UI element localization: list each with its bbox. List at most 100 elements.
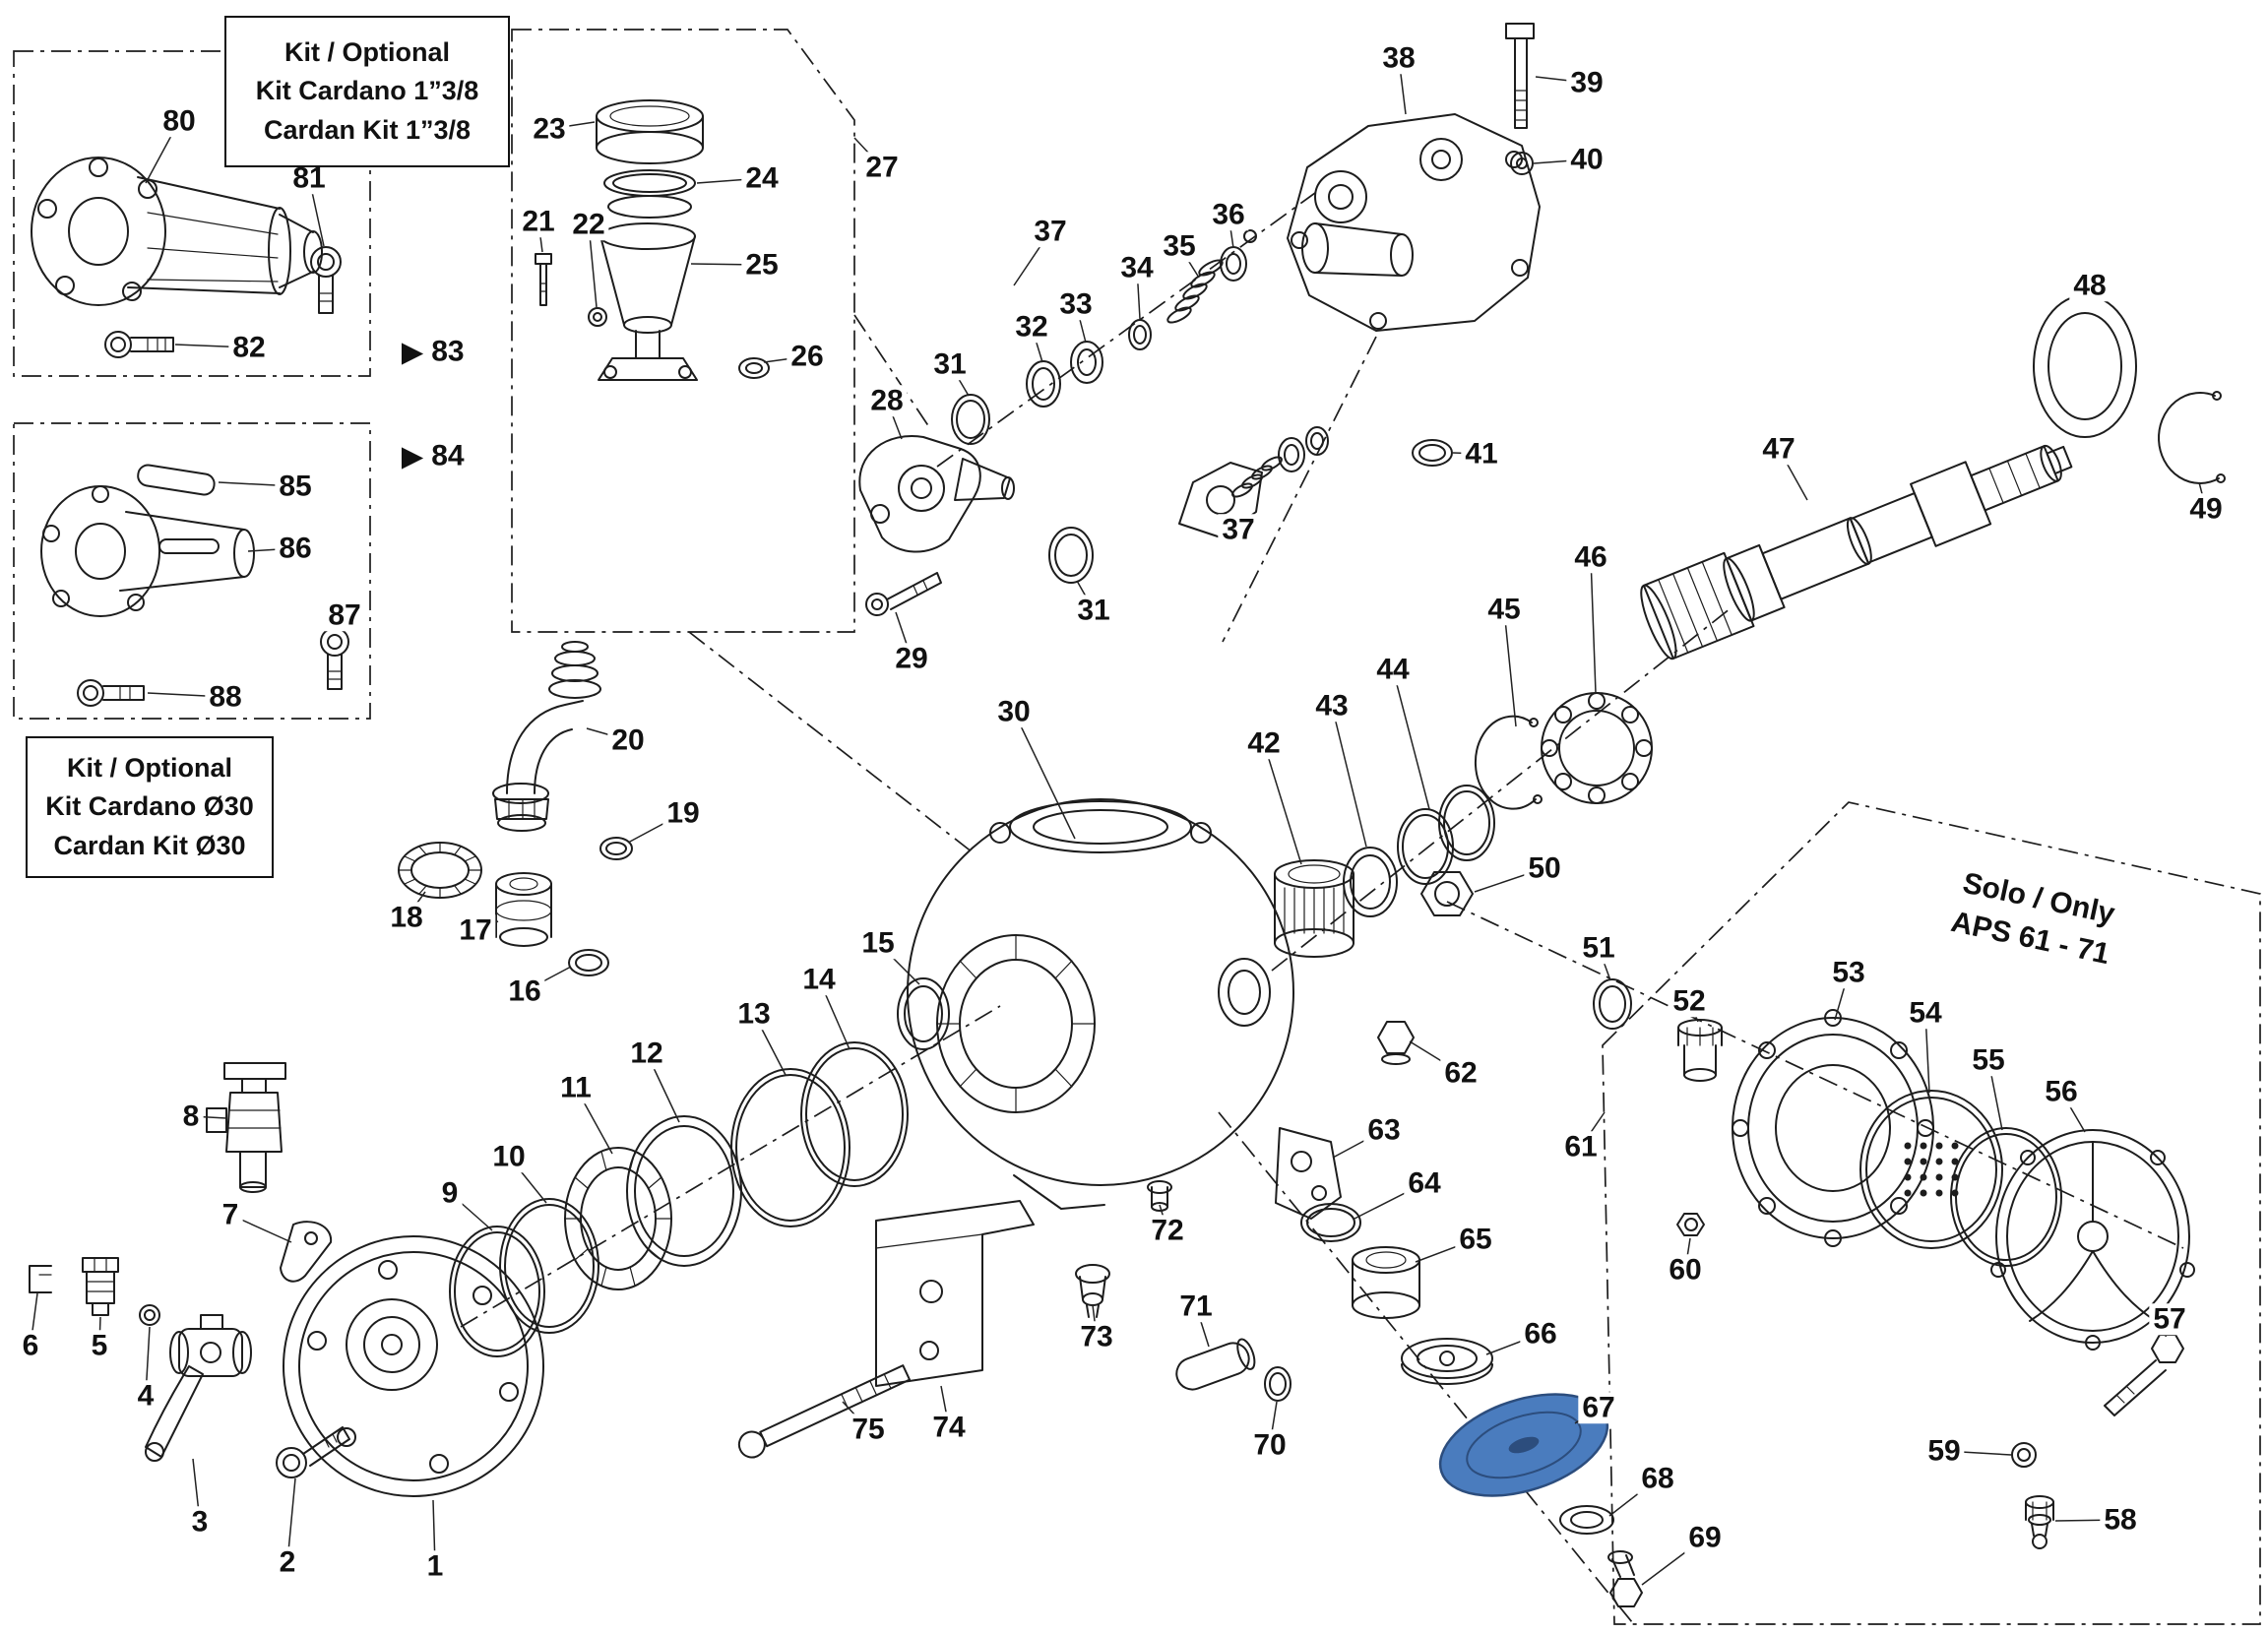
kit-box-line: Cardan Kit Ø30 [53,830,246,860]
kit-marker-triangle-icon: ▶ [402,336,423,366]
part-label-19: 19 [662,797,704,829]
kit-box-line: Kit / Optional [284,37,450,68]
part-label-87: 87 [324,599,365,631]
part-10-drawing [499,1198,599,1334]
part-45-snap-ring-drawing [1474,715,1543,810]
part-71-pin-drawing [1175,1338,1256,1391]
part-label-5: 5 [87,1330,112,1361]
part-85-drawing [137,464,216,496]
part-29-drawing [865,572,942,616]
part-21-drawing [535,253,552,306]
part-label-25: 25 [741,249,783,281]
kit-optional-cardano-30-box: Kit / Optional Kit Cardano Ø30 Cardan Ki… [26,736,274,878]
part-58-fitting-drawing [2025,1495,2054,1549]
part-label-48: 48 [2069,270,2110,301]
part-label-20: 20 [607,724,649,756]
part-34-drawing [1128,319,1152,350]
part-label-47: 47 [1758,433,1799,465]
part-label-45: 45 [1483,594,1525,625]
leader-lines [30,57,2207,1586]
part-41-drawing [1412,439,1453,467]
part-label-16: 16 [504,975,545,1007]
part-label-35: 35 [1159,230,1200,262]
part-label-44: 44 [1372,654,1414,685]
part-20-elbow-drawing [492,641,601,832]
part-label-39: 39 [1566,67,1607,98]
part-60-nut-drawing [1676,1213,1705,1236]
part-36-drawing [1220,229,1257,282]
part-label-82: 82 [228,332,270,363]
part-label-32: 32 [1011,311,1052,343]
part-label-81: 81 [288,162,330,194]
part-37-valve-drawing [1178,426,1329,538]
part-label-31: 31 [929,348,971,380]
part-label-6: 6 [18,1330,43,1361]
part-32-drawing [1026,360,1061,408]
part-label-85: 85 [275,471,316,502]
part-label-84: ▶84 [398,440,469,472]
part-87-drawing [320,627,349,690]
part-label-27: 27 [861,152,903,183]
part-22-drawing [588,307,607,327]
kit-marker-triangle-icon: ▶ [402,440,423,471]
part-48-drawing [2033,294,2137,438]
part-63-bracket-drawing [1275,1127,1342,1220]
part-50-sight-plug-drawing [1420,871,1474,916]
part-label-30: 30 [993,696,1035,727]
part-18-ring-nut-drawing [398,842,482,899]
part-51-oring-drawing [1593,978,1632,1030]
part-23-drawing [596,99,704,164]
part-86-drawing [40,485,255,617]
part-13-drawing [730,1068,850,1227]
part-55-ring-drawing [1950,1127,2062,1267]
part-label-56: 56 [2041,1076,2082,1107]
part-label-31: 31 [1073,595,1114,626]
part-9-drawing [449,1226,545,1357]
part-label-55: 55 [1968,1044,2009,1076]
part-label-52: 52 [1669,985,1710,1017]
part-42-drawing [1274,859,1354,958]
part-57-bolt-drawing [2104,1334,2184,1416]
part-31b-drawing [1048,527,1094,584]
part-label-24: 24 [741,162,783,194]
part-47-crankshaft-drawing [1640,444,2073,660]
part-label-60: 60 [1665,1254,1706,1286]
part-40-drawing [1510,152,1534,175]
part-3-valve-lever-drawing [145,1314,252,1462]
part-81-drawing [310,246,342,314]
part-59-washer-drawing [2011,1442,2037,1468]
part-30-crankcase-drawing [907,798,1294,1210]
part-88-drawing [77,679,145,707]
part-49-snap-ring-drawing [2158,391,2226,484]
part-label-66: 66 [1520,1318,1561,1350]
part-label-86: 86 [275,533,316,564]
part-label-53: 53 [1828,957,1869,988]
part-label-11: 11 [556,1072,596,1103]
kit-optional-cardano-138-box: Kit / Optional Kit Cardano 1”3/8 Cardan … [224,16,510,167]
part-53-flange-drawing [1732,1009,1934,1247]
part-38-drawing [1287,113,1541,332]
part-65-drawing [1352,1246,1420,1319]
part-74-bracket-drawing [875,1200,1035,1387]
part-label-41: 41 [1461,438,1502,470]
part-26-drawing [738,357,770,379]
part-19-oring-drawing [599,837,633,860]
part-label-64: 64 [1404,1167,1445,1199]
part-39-drawing [1505,23,1535,129]
part-label-71: 71 [1175,1290,1217,1322]
part-label-17: 17 [455,914,496,946]
part-label-21: 21 [518,206,559,237]
part-66-drawing [1401,1338,1493,1385]
solo-only-region-border [1602,801,2261,1625]
part-label-73: 73 [1076,1321,1117,1352]
part-label-8: 8 [178,1100,204,1132]
part-label-58: 58 [2100,1504,2141,1536]
part-label-37: 37 [1030,216,1071,247]
part-35-spring-drawing [1166,259,1224,324]
part-label-7: 7 [218,1199,243,1230]
part-7-handle-drawing [280,1221,333,1283]
part-label-3: 3 [187,1506,213,1538]
part-label-42: 42 [1243,727,1285,759]
kit-box-line: Kit / Optional [67,753,232,784]
